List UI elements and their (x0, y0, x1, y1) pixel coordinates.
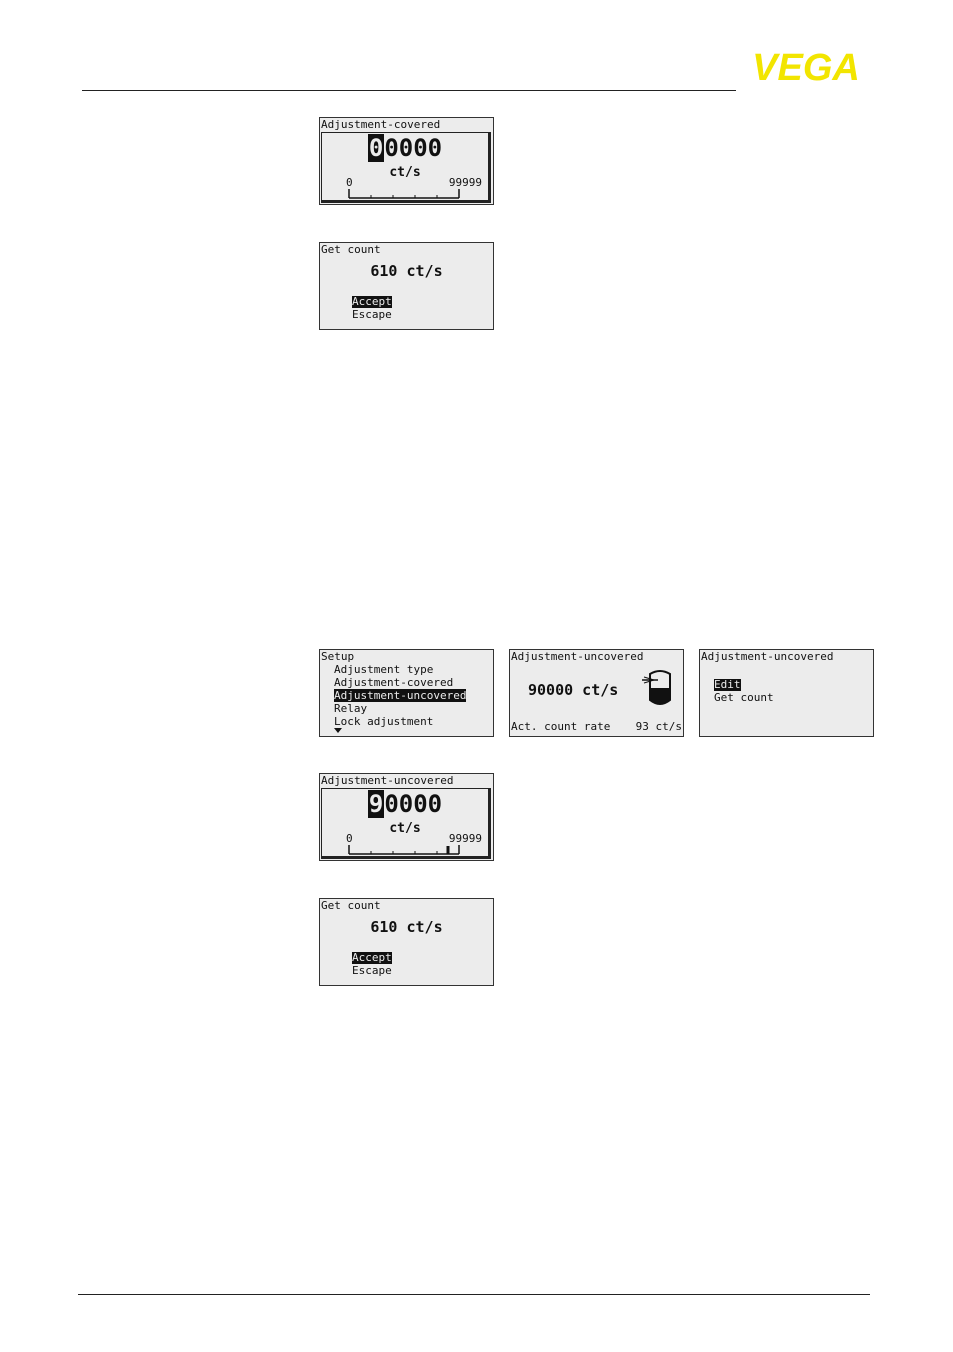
display-adjustment-covered-edit: Adjustment-covered 00000 ct/s 0 99999 (319, 117, 494, 205)
count-value: 610 ct/s (370, 918, 443, 936)
footer-rule (78, 1294, 870, 1295)
accept-option[interactable]: Accept (352, 295, 392, 308)
screen-title: Get count (321, 243, 381, 256)
edit-option[interactable]: Edit (714, 678, 741, 691)
scale-max: 99999 (448, 832, 482, 845)
display-get-count-2: Get count 610 ct/s Accept Escape (319, 898, 494, 986)
unit-label: ct/s (389, 821, 421, 836)
display-adjustment-uncovered-edit: Adjustment-uncovered 90000 ct/s 0 99999 (319, 773, 494, 861)
display-get-count-1: Get count 610 ct/s Accept Escape (319, 242, 494, 330)
logo-text: VEGA (752, 50, 860, 84)
screen-title: Adjustment-covered (321, 118, 441, 131)
screen-title: Adjustment-uncovered (701, 650, 834, 663)
remaining-digits: 0000 (384, 134, 443, 162)
get-count-option[interactable]: Get count (714, 691, 774, 704)
scale-min: 0 (346, 832, 353, 845)
escape-option[interactable]: Escape (352, 964, 392, 977)
digit-cursor[interactable]: 0 (367, 134, 385, 162)
adjustment-value: 90000 ct/s (528, 681, 619, 699)
scroll-down-icon (334, 728, 342, 733)
vega-logo: VEGA (752, 50, 860, 84)
accept-option[interactable]: Accept (352, 951, 392, 964)
count-value: 610 ct/s (370, 262, 443, 280)
count-rate-value: 93 ct/s (635, 720, 682, 733)
count-rate-label: Act. count rate (511, 720, 611, 733)
menu-item-lock-adjustment[interactable]: Lock adjustment (334, 715, 434, 728)
scale-marker (446, 846, 450, 854)
remaining-digits: 0000 (384, 790, 443, 818)
screen-title: Adjustment-uncovered (321, 774, 454, 787)
digit-cursor[interactable]: 9 (367, 790, 385, 818)
unit-label: ct/s (389, 165, 421, 180)
menu-item-adjustment-covered[interactable]: Adjustment-covered (334, 676, 454, 689)
menu-item-relay[interactable]: Relay (334, 702, 368, 715)
value-editor[interactable]: 00000 (322, 134, 488, 162)
scale-max: 99999 (448, 176, 482, 189)
menu-item-adjustment-type[interactable]: Adjustment type (334, 663, 434, 676)
screen-title: Adjustment-uncovered (511, 650, 644, 663)
display-setup-menu: Setup Adjustment type Adjustment-covered… (319, 649, 494, 737)
display-adjustment-uncovered-menu: Adjustment-uncovered Edit Get count (699, 649, 874, 737)
value-scale (348, 845, 460, 855)
display-adjustment-uncovered-value: Adjustment-uncovered 90000 ct/s Act. cou… (509, 649, 684, 737)
escape-option[interactable]: Escape (352, 308, 392, 321)
header-rule (82, 90, 736, 91)
value-editor[interactable]: 90000 (322, 790, 488, 818)
scale-min: 0 (346, 176, 353, 189)
edit-frame: 00000 ct/s 0 99999 (321, 132, 491, 203)
edit-frame: 90000 ct/s 0 99999 (321, 788, 491, 859)
screen-title: Get count (321, 899, 381, 912)
value-scale (348, 189, 460, 199)
menu-item-adjustment-uncovered[interactable]: Adjustment-uncovered (334, 689, 467, 702)
screen-title: Setup (321, 650, 355, 663)
tank-icon (642, 670, 671, 705)
